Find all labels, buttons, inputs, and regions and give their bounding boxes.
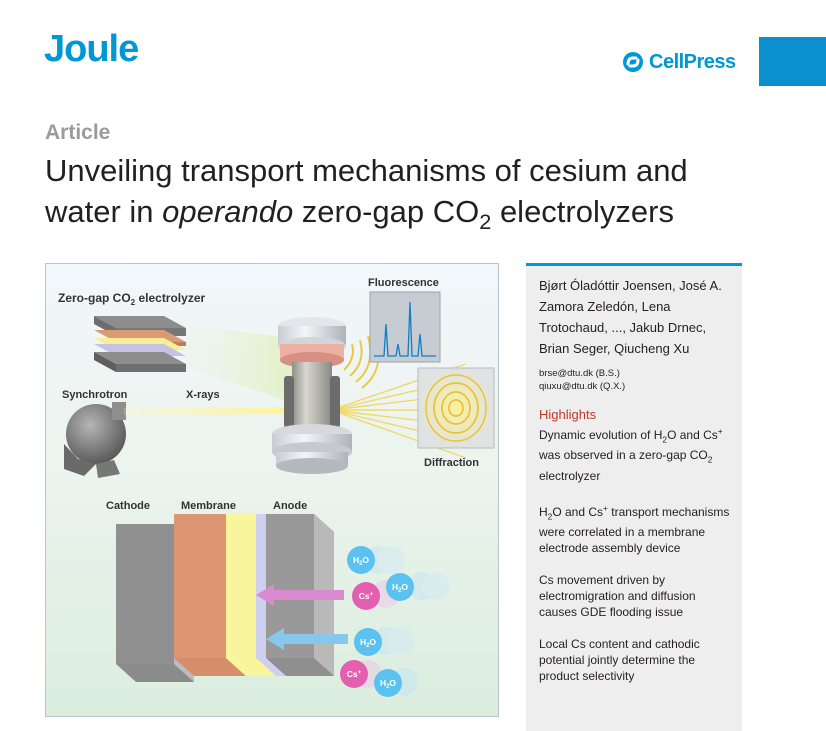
article-type-label: Article (45, 121, 111, 144)
highlight-item: H2O and Cs+ transport mechanisms were co… (539, 502, 730, 556)
svg-text:H2O: H2O (380, 678, 396, 690)
zoom-cone (186, 324, 296, 404)
svg-text:H2O: H2O (353, 555, 369, 567)
label-xrays: X-rays (186, 389, 220, 401)
cs-arrow (256, 584, 344, 606)
electrolyzer-cell-illustration (272, 317, 352, 474)
fluorescence-spectrum-chart (369, 291, 441, 363)
bubble-labels: H2O H2O Cs+ H2O Cs+ H2O (347, 555, 409, 690)
diffraction-pattern (417, 367, 495, 449)
xray-beam (124, 407, 304, 415)
label-anode: Anode (273, 500, 307, 512)
synchrotron-icon (64, 402, 126, 478)
publisher-name: CellPress (649, 50, 736, 73)
label-synchrotron: Synchrotron (62, 389, 128, 401)
article-title: Unveiling transport mechanisms of cesium… (45, 153, 688, 235)
svg-text:H2O: H2O (392, 582, 408, 594)
email-link[interactable]: qiuxu@dtu.dk (Q.X.) (539, 381, 626, 392)
svg-text:Cs+: Cs+ (347, 669, 362, 679)
graphical-abstract: H2O H2O Cs+ H2O Cs+ H2O Zero-gap CO2 ele… (45, 263, 499, 717)
highlights-heading: Highlights (539, 407, 597, 422)
highlight-item: Dynamic evolution of H2O and Cs+ was obs… (539, 426, 723, 483)
electrolyzer-stack-illustration (94, 316, 186, 372)
publisher-logo[interactable]: CellPress (622, 50, 736, 74)
email-link[interactable]: brse@dtu.dk (B.S.) (539, 368, 620, 379)
title-italic-word: operando (162, 194, 294, 229)
h2o-arrow (266, 628, 348, 650)
label-diffraction: Diffraction (424, 457, 479, 469)
article-info-sidebar: Bjørt Óladóttir Joensen, José A. Zamora … (526, 263, 742, 731)
bubbles (340, 546, 414, 697)
highlight-item: Local Cs content and cathodic potential … (539, 637, 700, 684)
label-membrane: Membrane (181, 500, 236, 512)
svg-text:Cs+: Cs+ (359, 591, 374, 601)
title-line-1: Unveiling transport mechanisms of cesium… (45, 153, 688, 188)
cellpress-logo-icon (623, 52, 643, 72)
label-cathode: Cathode (106, 500, 150, 512)
highlight-item: Cs movement driven by electromigration a… (539, 573, 696, 620)
author-list: Bjørt Óladóttir Joensen, José A. Zamora … (539, 278, 722, 356)
label-zero-gap-electrolyzer: Zero-gap CO2 electrolyzer (58, 291, 205, 307)
journal-logo[interactable]: Joule (44, 28, 139, 70)
header-accent-block (759, 37, 826, 86)
label-fluorescence: Fluorescence (368, 277, 439, 289)
svg-text:H2O: H2O (360, 637, 376, 649)
corresponding-emails: brse@dtu.dk (B.S.) qiuxu@dtu.dk (Q.X.) (539, 367, 730, 393)
